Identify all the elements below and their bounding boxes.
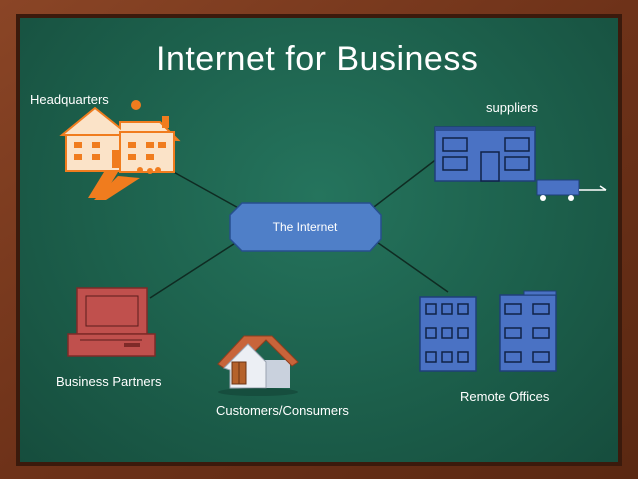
connector-suppliers [369, 157, 439, 211]
remote-offices-label: Remote Offices [460, 389, 550, 404]
customers-label: Customers/Consumers [216, 403, 349, 418]
slide-title: Internet for Business [156, 40, 479, 78]
internet-node-shape [229, 202, 382, 252]
headquarters-label: Headquarters [30, 92, 109, 107]
connector-remote-offices [373, 239, 449, 293]
remote-offices-buildings-icon [419, 290, 557, 372]
suppliers-building-icon [434, 126, 536, 182]
connector-business-partners [149, 239, 241, 299]
internet-node-label: The Internet [272, 220, 338, 234]
business-partners-label: Business Partners [56, 374, 162, 389]
suppliers-label: suppliers [486, 100, 539, 115]
delivery-truck-icon [536, 179, 607, 201]
headquarters-house-icon [59, 100, 181, 200]
computer-icon [67, 287, 156, 357]
connector-headquarters [169, 169, 243, 211]
customers-house-icon [217, 335, 299, 396]
